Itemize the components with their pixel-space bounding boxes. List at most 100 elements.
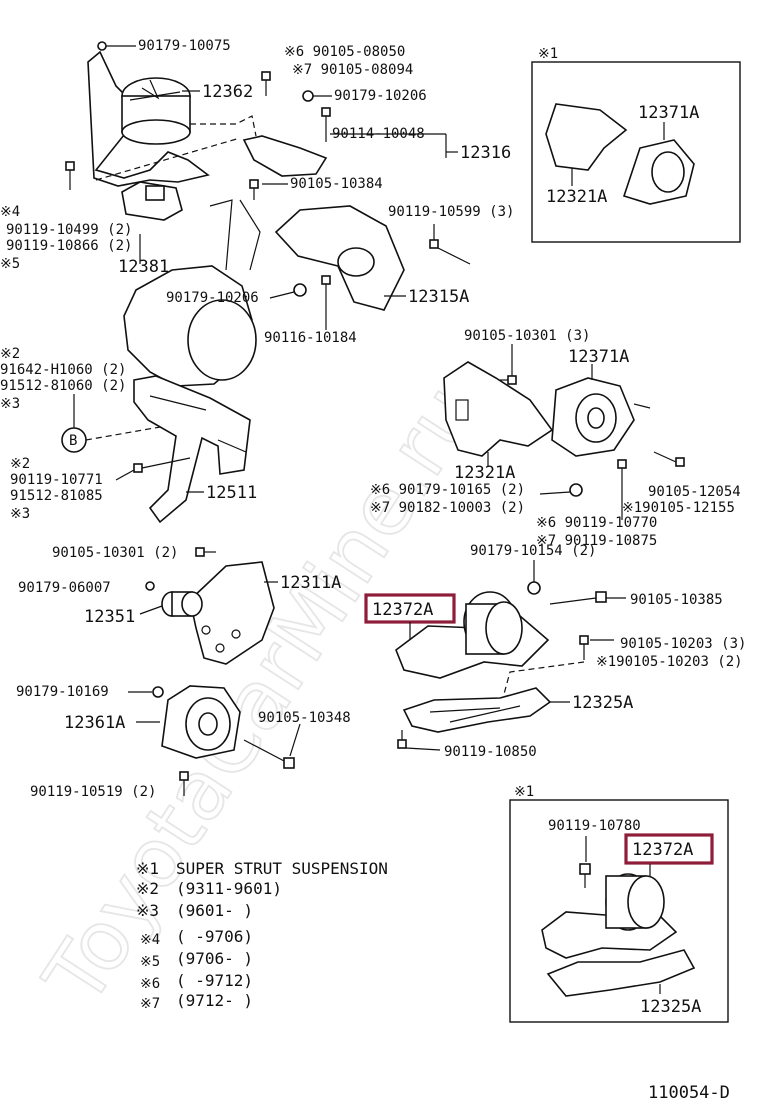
inset1-mark: ※1 (538, 46, 558, 62)
bolt-90119-10599[interactable] (429, 239, 471, 265)
diagram-code: 110054-D (648, 1083, 730, 1103)
mount-12372A[interactable] (395, 591, 550, 679)
mount-12361A[interactable] (161, 685, 241, 759)
bolt-90105-08050[interactable] (261, 71, 271, 96)
label-12311A: 12311A (280, 573, 341, 593)
callout-B: B (61, 427, 87, 453)
inset2-label-12325A: 12325A (640, 997, 701, 1017)
bolt-90105-10384[interactable] (249, 179, 259, 200)
bracket-12316[interactable] (242, 135, 328, 177)
label-s2-b: ※2 (10, 456, 30, 472)
legend-mark-1: ※1 (136, 859, 159, 878)
legend-text-1: SUPER STRUT SUSPENSION (176, 859, 388, 878)
label-90179-10206-b: 90179-10206 (166, 290, 259, 306)
label-12372A-main[interactable]: 12372A (372, 600, 433, 620)
legend-text-4: ( -9706) (176, 927, 253, 946)
inset2-mark: ※1 (514, 784, 534, 800)
member-12325A[interactable] (402, 687, 552, 733)
bolt-90116-10184[interactable] (321, 275, 331, 312)
nut-90179-10206-b[interactable] (293, 283, 307, 297)
label-90179-10165: ※6 90179-10165 (2) (370, 482, 525, 498)
bracket-12311A[interactable] (189, 561, 275, 665)
legend-text-3: (9601- ) (176, 901, 253, 920)
inset1-mount-12371A[interactable] (622, 139, 695, 205)
transaxle-housing (123, 199, 261, 387)
block-12381[interactable] (121, 181, 183, 221)
label-90105-10348: 90105-10348 (258, 710, 351, 726)
label-90105-10301-b: 90105-10301 (2) (52, 545, 178, 561)
bolt-90119-10519[interactable] (179, 771, 189, 796)
label-90119-10770: ※6 90119-10770 (536, 515, 657, 531)
label-12315A: 12315A (408, 287, 469, 307)
label-90119-10771: 90119-10771 (10, 472, 103, 488)
bolt-90119-10770[interactable] (617, 459, 627, 520)
label-90179-10154: 90179-10154 (2) (470, 543, 596, 559)
label-90105-10203-b: ※190105-10203 (2) (596, 654, 743, 670)
label-90105-10203-a: 90105-10203 (3) (620, 636, 746, 652)
legend-mark-3: ※3 (136, 901, 159, 920)
nut-90179-10206[interactable] (302, 90, 314, 102)
bracket-12321A[interactable] (443, 361, 554, 457)
bushing-12351[interactable] (161, 591, 203, 617)
inset1-bracket-12321A[interactable] (545, 103, 628, 171)
legend-mark-5: ※5 (140, 954, 160, 970)
legend-mark-7: ※7 (140, 996, 160, 1012)
label-90119-10850: 90119-10850 (444, 744, 537, 760)
bolt-90114-10048[interactable] (321, 107, 331, 142)
bolt-90105-12054[interactable] (653, 451, 685, 467)
label-s5: ※5 (0, 256, 20, 272)
label-90119-10499: 90119-10499 (2) (6, 222, 132, 238)
legend: ※1 SUPER STRUT SUSPENSION ※2 (9311-9601)… (136, 859, 388, 1012)
mount-12371A[interactable] (551, 377, 651, 457)
label-90119-10875: ※7 90119-10875 (536, 533, 657, 549)
label-12321A-main: 12321A (454, 463, 515, 483)
inset2-mount-12372A[interactable] (541, 873, 678, 959)
legend-text-7: (9712- ) (176, 991, 253, 1010)
label-90105-10384: 90105-10384 (290, 176, 383, 192)
label-90119-10866: 90119-10866 (2) (6, 238, 132, 254)
label-s4: ※4 (0, 204, 20, 220)
svg-text:B: B (69, 433, 77, 449)
label-90116-10184: 90116-10184 (264, 330, 357, 346)
bolt-90105-10301-b[interactable] (195, 547, 216, 557)
inset2-label-12372A[interactable]: 12372A (632, 840, 693, 860)
bolt-90105-10385[interactable] (549, 591, 607, 605)
label-90179-06007: 90179-06007 (18, 580, 111, 596)
bolt-90119-10771[interactable] (133, 457, 191, 473)
label-90105-10385: 90105-10385 (630, 592, 723, 608)
label-12361A: 12361A (64, 713, 125, 733)
bolt-90119-10850[interactable] (397, 730, 407, 749)
legend-text-2: (9311-9601) (176, 879, 282, 898)
label-90105-12155: ※190105-12155 (622, 500, 735, 516)
bolt-90119-10499[interactable] (65, 161, 75, 190)
label-90179-10206-a: 90179-10206 (334, 88, 427, 104)
inset-super-strut-rear (531, 61, 741, 243)
bracket-12511[interactable] (133, 375, 251, 524)
label-90105-08050: ※6 90105-08050 (284, 44, 405, 60)
inset2-member-12325A[interactable] (546, 949, 696, 997)
bolt-90105-10348[interactable] (243, 739, 295, 769)
label-90119-10519: 90119-10519 (2) (30, 784, 156, 800)
legend-text-6: ( -9712) (176, 971, 253, 990)
label-90114-10048: 90114-10048 (332, 126, 425, 142)
nut-90179-06007[interactable] (145, 581, 155, 591)
nut-90179-10169[interactable] (152, 686, 164, 698)
inset2-bolt-90119-10780[interactable] (579, 863, 591, 888)
label-12371A-main: 12371A (568, 347, 629, 367)
label-90119-10599: 90119-10599 (3) (388, 204, 514, 220)
label-91512-81085: 91512-81085 (10, 488, 103, 504)
label-90105-12054: 90105-12054 (648, 484, 741, 500)
inset1-label-12371A: 12371A (638, 103, 699, 123)
nut-90179-10165[interactable] (569, 483, 583, 497)
mount-12362[interactable] (87, 50, 210, 187)
bolt-90105-10203[interactable] (579, 635, 589, 660)
inset2-label-90119-10780: 90119-10780 (548, 818, 641, 834)
label-12325A-main: 12325A (572, 693, 633, 713)
nut-90179-10075[interactable] (97, 41, 107, 51)
legend-mark-6: ※6 (140, 976, 160, 992)
inset-super-strut-front (509, 799, 729, 1023)
nut-90179-10154[interactable] (527, 581, 541, 595)
label-90179-10075: 90179-10075 (138, 38, 231, 54)
legend-mark-2: ※2 (136, 879, 159, 898)
